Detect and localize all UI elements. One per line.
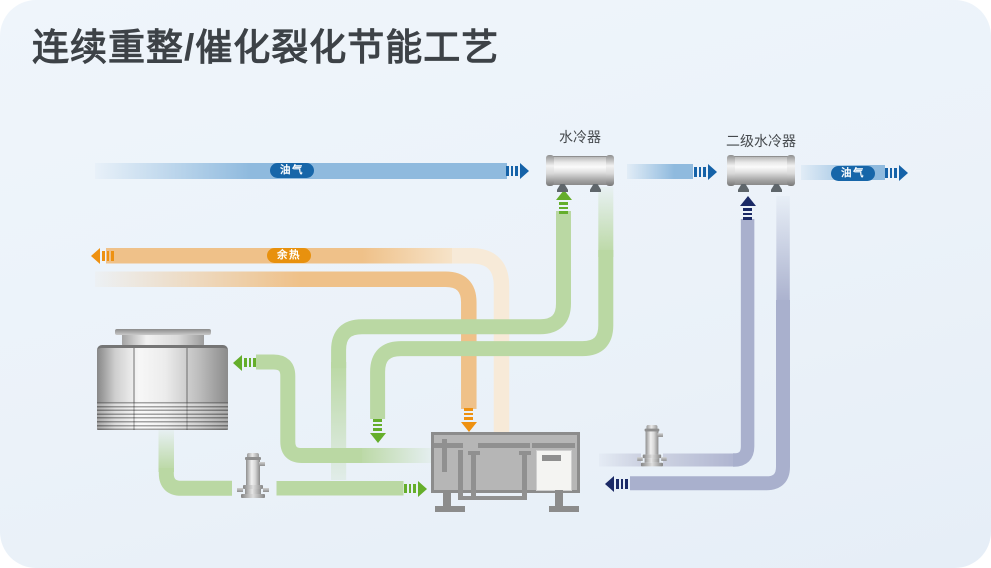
unit-foot [435, 506, 465, 512]
tank-foot [738, 184, 749, 192]
cooler1-supply-arrow-icon [555, 190, 572, 214]
pump-flange [640, 462, 663, 467]
tank-foot [590, 184, 601, 192]
tower-seam [186, 348, 188, 430]
pump-nozzle [237, 488, 243, 492]
unit-detail [458, 496, 527, 500]
pump-cap [247, 453, 259, 458]
unit-detail [478, 443, 530, 448]
tower-seam [133, 348, 135, 430]
cooler1-supply-riser-fade [331, 362, 347, 480]
pump-discharge-pipe [276, 481, 404, 496]
pump-flange [243, 485, 263, 489]
waste-heat-out-arrow-icon [91, 248, 114, 264]
tower-return-pipe-fade [358, 448, 432, 463]
waste-heat-return-riser [438, 271, 477, 409]
unit-detail [519, 451, 531, 455]
pump-ring [245, 457, 261, 460]
unit-detail [442, 439, 447, 472]
cooler2-supply-pipe-b [663, 453, 736, 467]
oil-gas-arrow-1-icon [506, 163, 529, 179]
tank-body [550, 156, 610, 185]
pump-ring [644, 428, 660, 432]
tower-fan-stack [122, 335, 204, 346]
unit-detail [471, 455, 476, 499]
tower-louvers [97, 402, 228, 430]
cooler1-return-arrow-icon [369, 419, 386, 443]
pump-nozzle [637, 457, 643, 461]
unit-panel-label [542, 455, 561, 461]
circulation-pump-1 [237, 453, 269, 499]
pump-nozzle [259, 462, 265, 466]
cooler1-label: 水冷器 [559, 129, 601, 145]
oil-gas-badge-2: 油气 [831, 166, 875, 181]
waste-heat-badge: 余热 [267, 248, 311, 263]
cooler2-return-fade [776, 196, 790, 306]
cooler2-return-arrow-icon [605, 475, 628, 492]
unit-leg [443, 490, 451, 507]
unit-detail [434, 443, 463, 448]
tower-drain-fade [158, 430, 174, 472]
cooling-tower [97, 329, 228, 430]
cooler2-supply-arrow-icon [739, 196, 756, 220]
tank-foot [771, 184, 782, 192]
unit-detail [468, 451, 480, 455]
page-title: 连续重整/催化裂化节能工艺 [32, 27, 500, 68]
tank-body [731, 156, 791, 185]
tank-cap [546, 155, 554, 186]
cooler2-supply-riser [733, 219, 755, 467]
pump-nozzle [657, 433, 663, 437]
tank-cap [727, 155, 735, 186]
oil-gas-arrow-2-icon [694, 164, 717, 180]
tower-inlet-arrow-icon [233, 354, 256, 371]
cooler2-label: 二级水冷器 [726, 133, 796, 149]
pump-body [645, 431, 659, 455]
pump-cap [646, 425, 658, 430]
pump-nozzle [263, 488, 269, 492]
heat-pump-unit [431, 432, 580, 513]
waste-heat-out-riser [452, 248, 510, 433]
water-cooler-2 [727, 155, 795, 192]
tower-return-pipe [256, 354, 362, 463]
pump-flange [241, 494, 265, 498]
waste-heat-return-pipe [95, 271, 445, 287]
pump-body [246, 460, 260, 485]
pump-nozzle [661, 457, 667, 461]
unit-leg [555, 490, 563, 507]
cooler2-return-pipe [630, 300, 790, 491]
unit-foot [549, 506, 579, 512]
unit-detail [522, 455, 527, 499]
tank-cap [787, 155, 795, 186]
oil-gas-badge: 油气 [270, 163, 314, 178]
cooler1-return-fade [598, 187, 614, 257]
unit-inlet-arrow-icon [404, 480, 427, 497]
circulation-pump-2 [637, 425, 667, 467]
tank-cap [606, 155, 614, 186]
pump-body [245, 489, 261, 494]
water-cooler-1 [546, 155, 614, 192]
oil-gas-arrow-3-icon [885, 165, 908, 181]
cooler1-return-pipe [370, 250, 614, 419]
waste-heat-return-arrow-icon [460, 408, 477, 432]
unit-detail [458, 450, 463, 499]
tower-fan-rim [115, 329, 211, 335]
tank-foot [557, 184, 568, 192]
pump-flange [642, 454, 662, 459]
unit-detail [532, 443, 575, 448]
pump-body [644, 458, 660, 463]
cooler1-supply-pipe [331, 211, 571, 368]
tower-drain-pipe [158, 468, 232, 496]
oil-gas-pipe-mid [627, 164, 693, 179]
cooler2-supply-pipe-a [599, 453, 641, 467]
